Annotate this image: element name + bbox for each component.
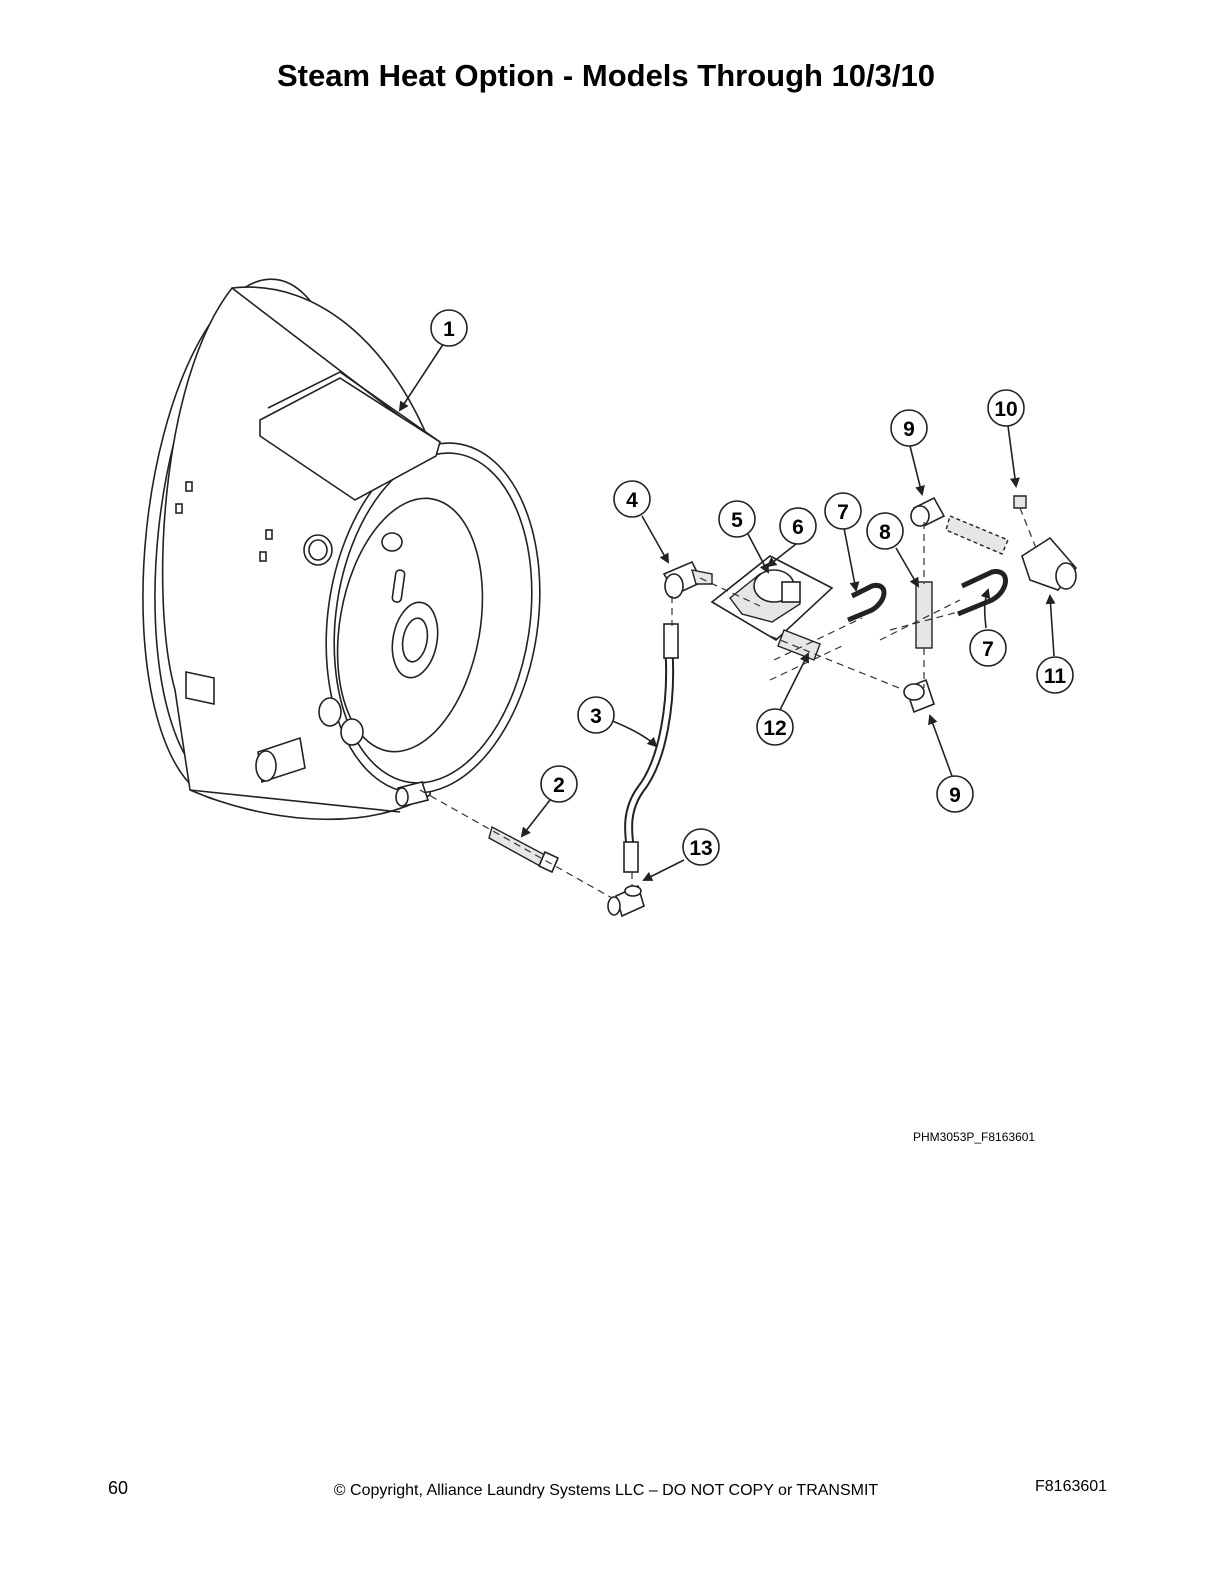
callout-3-label: 3 — [590, 705, 602, 728]
u-bolt-right — [957, 569, 1008, 617]
tub-assembly — [142, 278, 541, 821]
flex-hose-part — [623, 623, 679, 873]
callout-8-label: 8 — [879, 521, 891, 544]
callout-4-label: 4 — [626, 489, 638, 512]
pipe-nipple-part — [777, 629, 821, 661]
callout-11: 11 — [1036, 656, 1074, 694]
callout-10-label: 10 — [994, 398, 1017, 421]
callout-5: 5 — [718, 500, 756, 538]
callout-2: 2 — [540, 765, 578, 803]
strainer-part — [945, 495, 1078, 591]
callout-2-label: 2 — [553, 774, 565, 797]
callout-5-label: 5 — [731, 509, 743, 532]
page-title: Steam Heat Option - Models Through 10/3/… — [277, 58, 935, 93]
upper-elbow-part — [910, 496, 946, 528]
callout-4: 4 — [613, 480, 651, 518]
callout-12: 12 — [756, 708, 794, 746]
callout-9-lower: 9 — [936, 775, 974, 813]
lower-elbow-part — [903, 678, 935, 714]
callout-9-upper-label: 9 — [903, 418, 915, 441]
callout-9-upper: 9 — [890, 409, 928, 447]
vertical-nipple-part — [915, 581, 933, 649]
bottom-elbow-part — [607, 884, 645, 918]
top-elbow-part — [662, 560, 713, 599]
callout-1: 1 — [430, 309, 468, 347]
callout-7-upper: 7 — [824, 492, 862, 530]
callout-7-upper-label: 7 — [837, 501, 849, 524]
page-number: 60 — [108, 1478, 129, 1498]
assembly-lines — [419, 507, 1037, 899]
callout-7-lower-label: 7 — [982, 638, 994, 661]
steam-valve-assembly — [710, 555, 834, 641]
callout-8: 8 — [866, 512, 904, 550]
callout-9-lower-label: 9 — [949, 784, 961, 807]
document-number: F8163601 — [1035, 1478, 1108, 1495]
u-bolt-left — [847, 582, 887, 623]
callout-10: 10 — [987, 389, 1025, 427]
callout-6: 6 — [779, 507, 817, 545]
callout-7-lower: 7 — [969, 629, 1007, 667]
callout-12-label: 12 — [763, 717, 786, 740]
callout-13-label: 13 — [689, 837, 712, 860]
callout-1-label: 1 — [443, 318, 455, 341]
callout-11-label: 11 — [1044, 665, 1067, 688]
copyright-notice: © Copyright, Alliance Laundry Systems LL… — [333, 1482, 879, 1499]
callout-3: 3 — [577, 696, 615, 734]
callout-13: 13 — [682, 828, 720, 866]
figure-code: PHM3053P_F8163601 — [913, 1130, 1036, 1144]
callout-6-label: 6 — [792, 516, 804, 539]
callout-leaders — [398, 342, 1056, 881]
